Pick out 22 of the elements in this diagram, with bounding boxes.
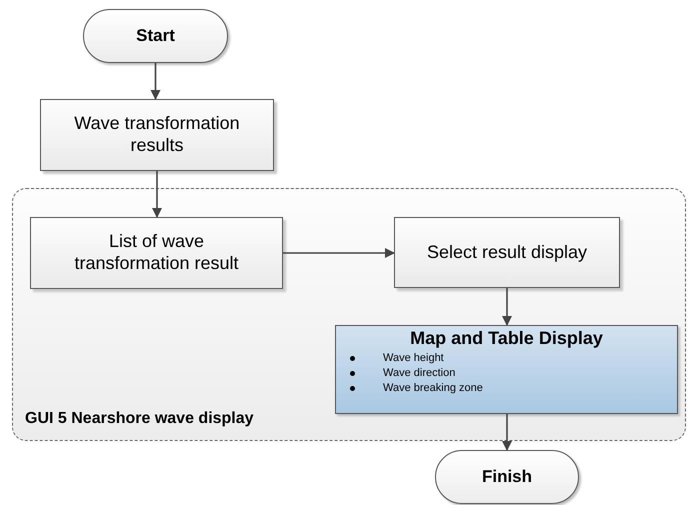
bullet-item: Wave direction [350,366,671,381]
node-label: List of wave transformation result [73,231,240,275]
process-box [40,99,274,171]
arrow [502,414,512,451]
bullet-item: Wave breaking zone [350,381,671,396]
terminator-pill [435,450,579,504]
group-container [12,188,686,441]
bullet-item: Wave height [350,351,671,366]
arrow [283,248,395,258]
node-label: Select result display [426,242,588,264]
group-label: GUI 5 Nearshore wave display [25,410,254,428]
arrow [152,171,162,218]
node-label: Start [136,26,175,46]
arrow [150,63,160,100]
terminator-pill [83,9,228,63]
display-box [335,325,678,414]
process-box [394,217,620,288]
process-box [30,217,283,289]
node-label: Finish [482,467,532,487]
heading: Map and Table Display [409,328,604,349]
arrow [502,288,512,326]
node-label: Wave transformation results [73,113,241,157]
